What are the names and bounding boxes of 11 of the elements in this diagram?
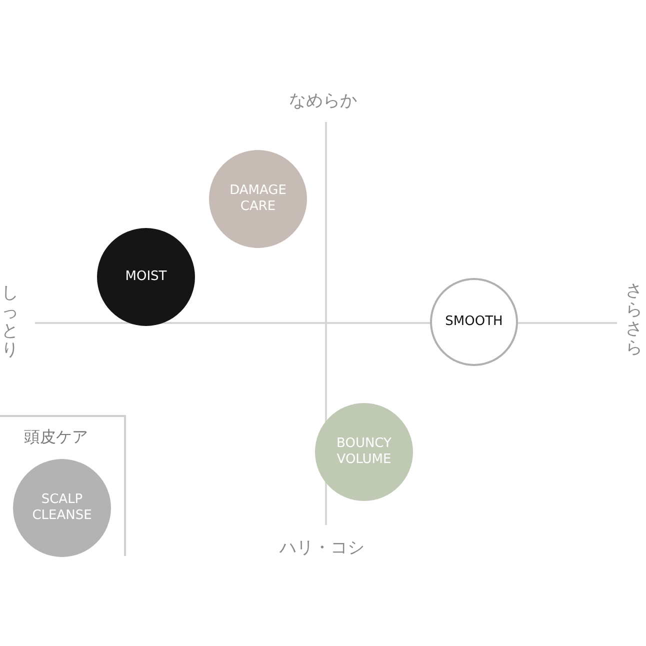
group-heading: 頭皮ケア	[24, 427, 88, 448]
axis-label: さらさら	[626, 282, 642, 358]
bubble-label: SMOOTH	[444, 314, 504, 330]
axis-label: ハリ・コシ	[280, 536, 364, 558]
bubble-label: BOUNCY VOLUME	[336, 436, 392, 468]
axis-label: しっとり	[2, 284, 18, 360]
bubble-label: SCALP CLEANSE	[31, 492, 93, 524]
axis-label: なめらか	[289, 90, 357, 112]
bubble-label: DAMAGE CARE	[228, 183, 288, 215]
group-frame	[0, 415, 126, 556]
bubble-label: MOIST	[124, 269, 168, 285]
